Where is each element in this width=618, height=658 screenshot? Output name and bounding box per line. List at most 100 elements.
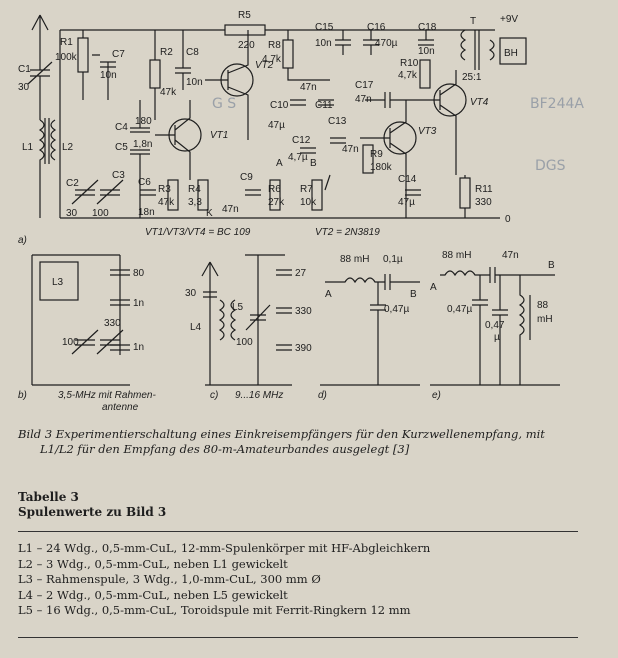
label-r10-value: 4,7k <box>398 70 418 81</box>
handwritten-note-2: DGS <box>535 158 566 174</box>
label-c15-value: 10n <box>315 38 332 49</box>
label-r6: R6 <box>268 184 281 195</box>
label-c7: C7 <box>112 49 125 60</box>
label-r7: R7 <box>300 184 313 195</box>
label-c17-value: 47n <box>355 94 372 105</box>
label-r5-value: 220 <box>238 40 255 51</box>
label-c-c30: 30 <box>185 288 197 299</box>
label-c6-value: 18n <box>138 207 155 218</box>
label-r2: R2 <box>160 47 173 58</box>
label-c13: C13 <box>328 116 347 127</box>
label-r8-value: 4,7k <box>262 54 282 65</box>
label-c-part: c) <box>210 390 218 401</box>
label-r3-value: 47k <box>158 197 175 208</box>
label-e-c3-unit: µ <box>494 332 500 343</box>
table-subtitle: Spulenwerte zu Bild 3 <box>18 505 167 519</box>
label-e-b: B <box>548 260 555 271</box>
circuit-diagram: +9V 0 R5 220 R1 100k C1 30 C7 10n R2 47k… <box>18 10 584 413</box>
label-r11: R11 <box>475 184 493 195</box>
table-rule-bottom <box>18 637 578 638</box>
label-r1: R1 <box>60 37 73 48</box>
label-c3-value: 100 <box>92 208 109 219</box>
label-c-c100: 100 <box>236 337 253 348</box>
label-r8: R8 <box>268 40 281 51</box>
label-r6-value: 27k <box>268 197 285 208</box>
label-e-a: A <box>430 282 437 293</box>
label-r11-value: 330 <box>475 197 492 208</box>
label-c1: C1 <box>18 64 31 75</box>
table-row: L3 – Rahmenspule, 3 Wdg., 1,0-mm-CuL, 30… <box>18 572 321 586</box>
label-c5: C5 <box>115 142 128 153</box>
table-rule-top <box>18 531 578 532</box>
label-d-l: 88 mH <box>340 254 369 265</box>
label-c5-value: 1,8n <box>133 139 152 150</box>
table-row: L5 – 16 Wdg., 0,5-mm-CuL, Toroidspule mi… <box>18 603 411 617</box>
label-c16: C16 <box>367 22 386 33</box>
label-c13-value: 47n <box>342 144 359 155</box>
fet-note: VT2 = 2N3819 <box>315 227 380 238</box>
figure-caption: Bild 3 Experimentierschaltung eines Eink… <box>18 427 603 457</box>
label-vt2: VT2 <box>255 60 274 71</box>
label-c8-value: 10n <box>186 77 203 88</box>
label-c7-value: 10n <box>100 70 117 81</box>
label-l3: L3 <box>52 277 64 288</box>
label-r2-value: 47k <box>160 87 177 98</box>
label-e-l2-unit: mH <box>537 314 553 325</box>
label-c11-value: 47n <box>300 82 317 93</box>
label-c17: C17 <box>355 80 374 91</box>
label-b-note2: antenne <box>102 402 139 413</box>
label-l5: L5 <box>232 302 244 313</box>
label-b: B <box>310 158 317 169</box>
label-l2: L2 <box>62 142 74 153</box>
label-d-c2: 0,47µ <box>384 304 409 315</box>
label-c-c390: 390 <box>295 343 312 354</box>
label-a-part: a) <box>18 235 27 246</box>
label-c-c330: 330 <box>295 306 312 317</box>
label-vt1: VT1 <box>210 130 228 141</box>
label-vt4: VT4 <box>470 97 489 108</box>
label-a: A <box>276 158 283 169</box>
label-vt3: VT3 <box>418 126 437 137</box>
table-row: L2 – 3 Wdg., 0,5-mm-CuL, neben L1 gewick… <box>18 556 288 571</box>
label-c4: C4 <box>115 122 128 133</box>
label-c2: C2 <box>66 178 79 189</box>
label-r4: R4 <box>188 184 201 195</box>
caption-line-2: L1/L2 für den Empfang des 80-m-Amateurba… <box>40 442 410 456</box>
label-r10: R10 <box>400 58 419 69</box>
label-b-note: 3,5-MHz mit Rahmen- <box>58 390 156 401</box>
label-c15: C15 <box>315 22 334 33</box>
label-b-c100: 100 <box>62 337 79 348</box>
table-title: Tabelle 3 <box>18 490 79 504</box>
table-row: L4 – 2 Wdg., 0,5-mm-CuL, neben L5 gewick… <box>18 587 288 602</box>
coil-table: L1 – 24 Wdg., 0,5-mm-CuL, 12-mm-Spulenkö… <box>18 541 430 619</box>
label-c1-value: 30 <box>18 82 30 93</box>
label-b-c1n-b: 1n <box>133 342 144 353</box>
label-d-part: d) <box>318 390 327 401</box>
label-e-l2: 88 <box>537 300 549 311</box>
transistor-note: VT1/VT3/VT4 = BC 109 <box>145 227 251 238</box>
label-d-c1: 0,1µ <box>383 254 403 265</box>
handwritten-note-3: G S <box>212 96 236 112</box>
label-b-c80: 80 <box>133 268 145 279</box>
label-e-part: e) <box>432 390 441 401</box>
label-e-c2: 0,47µ <box>447 304 472 315</box>
table-heading: Tabelle 3 Spulenwerte zu Bild 3 <box>18 490 166 520</box>
label-c6: C6 <box>138 177 151 188</box>
table-row: L1 – 24 Wdg., 0,5-mm-CuL, 12-mm-Spulenkö… <box>18 541 431 555</box>
label-b-part: b) <box>18 390 27 401</box>
label-c12-value: 4,7µ <box>288 152 308 163</box>
label-r1-value: 100k <box>55 52 78 63</box>
label-ground: 0 <box>505 214 511 225</box>
label-e-l: 88 mH <box>442 250 471 261</box>
label-supply: +9V <box>500 14 518 25</box>
label-c11: C11 <box>315 100 333 111</box>
label-c3: C3 <box>112 170 125 181</box>
label-c10-value: 47µ <box>268 120 285 131</box>
handwritten-note-1: BF244A <box>530 96 584 112</box>
label-b-c1n-a: 1n <box>133 298 144 309</box>
label-bh: BH <box>504 48 518 59</box>
label-r7-value: 10k <box>300 197 317 208</box>
label-c14-value: 47µ <box>398 197 415 208</box>
label-c2-value: 30 <box>66 208 78 219</box>
label-c9: C9 <box>240 172 253 183</box>
